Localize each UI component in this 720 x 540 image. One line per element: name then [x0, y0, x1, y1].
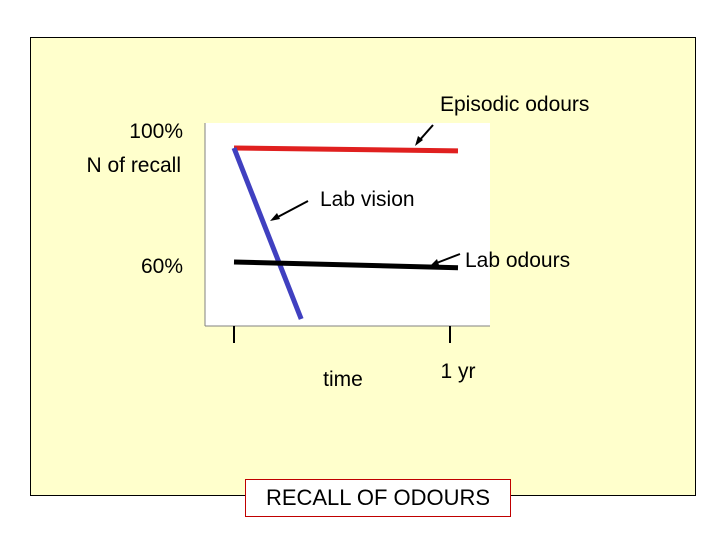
arrow-lab-odours-icon: [430, 253, 461, 266]
series-line-lab-vision: [231, 147, 304, 320]
series-line-episodic-odours: [233, 145, 459, 154]
arrow-episodic-odours-icon: [415, 124, 434, 146]
chart-caption: RECALL OF ODOURS: [245, 479, 511, 517]
plot-area: [205, 123, 490, 326]
arrow-lab-vision-icon: [270, 200, 309, 221]
x-tick-label-time: time: [323, 368, 363, 391]
y-tick-label-100: 100%: [129, 120, 183, 143]
series-label-lab-vision: Lab vision: [320, 188, 415, 211]
series-label-lab-odours: Lab odours: [465, 249, 570, 272]
series-label-episodic-odours: Episodic odours: [440, 93, 589, 116]
series-line-lab-odours: [233, 259, 459, 271]
y-axis-label: N of recall: [86, 154, 181, 177]
y-tick-label-60: 60%: [141, 255, 183, 278]
x-tick-label-1yr: 1 yr: [440, 360, 475, 383]
